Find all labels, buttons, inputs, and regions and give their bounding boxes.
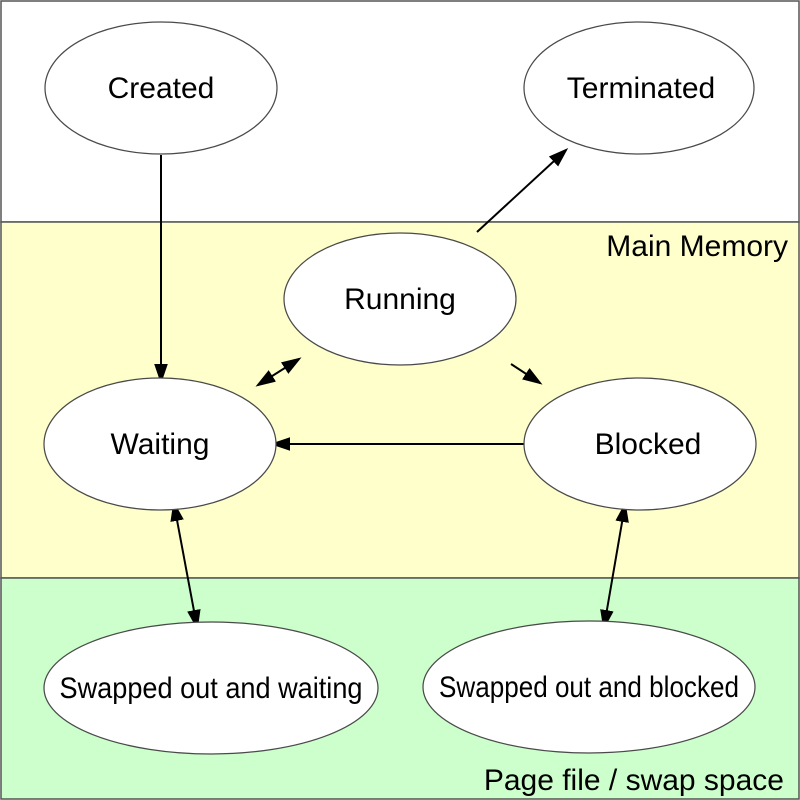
node-swapped-out-and-blocked-label: Swapped out and blocked	[439, 671, 739, 704]
node-swapped-out-and-waiting-ellipse	[43, 621, 379, 755]
node-swapped-out-and-blocked: Swapped out and blocked	[422, 620, 756, 754]
node-swapped-out-and-blocked-ellipse	[422, 620, 756, 754]
node-terminated-label: Terminated	[567, 72, 715, 105]
edge-running-to-terminated	[476, 147, 569, 233]
node-created-label: Created	[108, 72, 215, 105]
node-blocked-label: Blocked	[595, 428, 702, 461]
node-waiting-ellipse	[43, 377, 277, 511]
node-created: Created	[44, 21, 278, 155]
node-blocked-ellipse	[523, 377, 757, 511]
edge-blocked-swapped-bidirectional	[600, 502, 629, 630]
edge-waiting-swapped-bidirectional	[170, 501, 201, 630]
node-running-label: Running	[344, 283, 456, 316]
node-swapped-out-and-waiting-label: Swapped out and waiting	[60, 672, 363, 705]
node-waiting: Waiting	[43, 377, 277, 511]
node-running-ellipse	[283, 232, 517, 366]
edge-waiting-running-bidirectional	[255, 357, 302, 387]
swap-space-region-label: Page file / swap space	[484, 764, 784, 797]
edge-running-to-blocked	[510, 363, 543, 385]
node-blocked: Blocked	[523, 377, 757, 511]
node-waiting-label: Waiting	[111, 428, 210, 461]
node-terminated-ellipse	[523, 21, 755, 155]
node-created-ellipse	[44, 21, 278, 155]
main-memory-region-label: Main Memory	[606, 230, 788, 263]
node-terminated: Terminated	[523, 21, 755, 155]
node-running: Running	[283, 232, 517, 366]
node-swapped-out-and-waiting: Swapped out and waiting	[43, 621, 379, 755]
